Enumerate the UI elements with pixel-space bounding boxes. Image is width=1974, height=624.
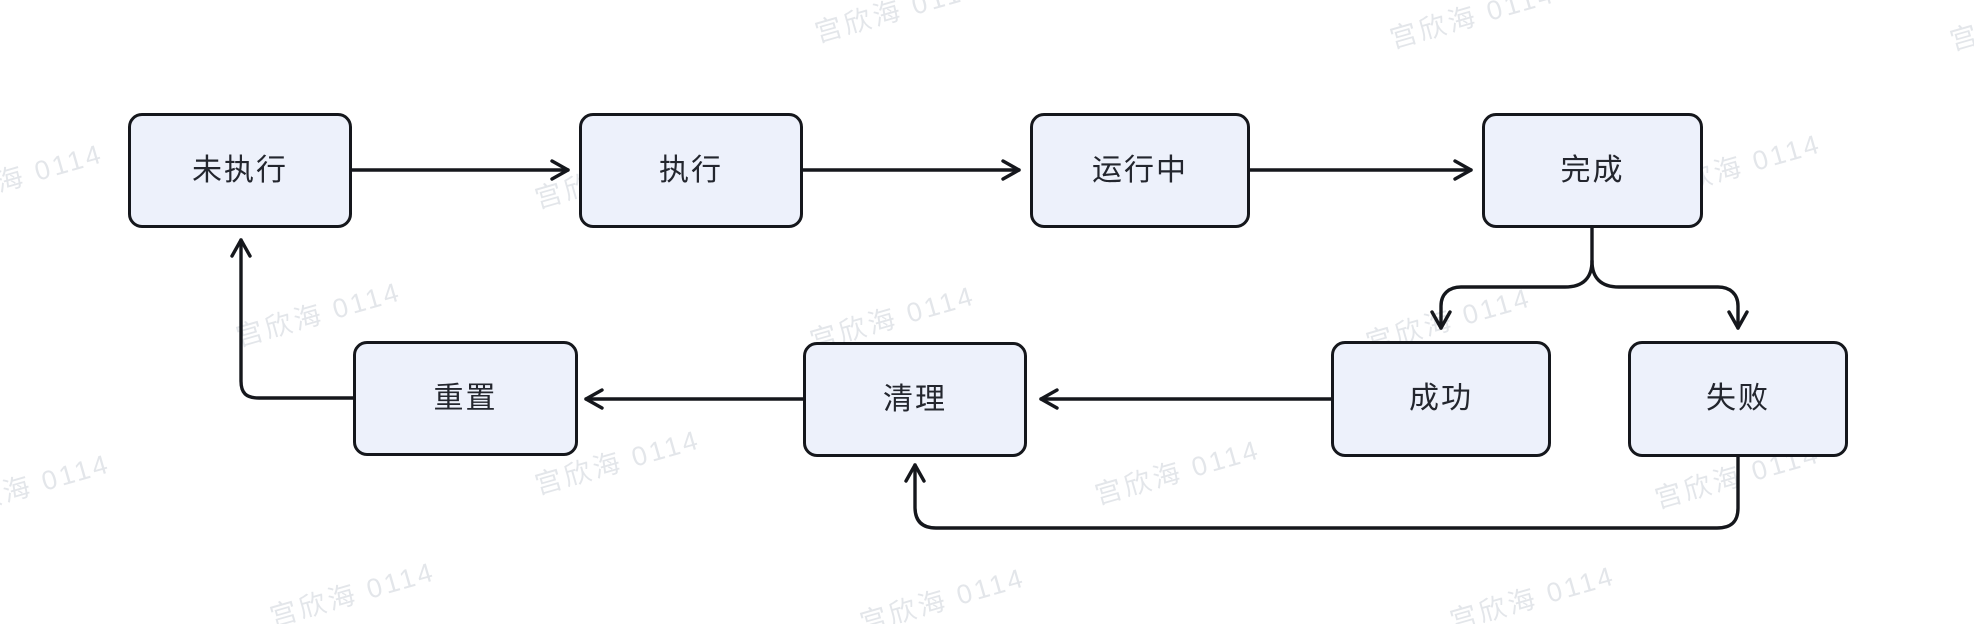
- node-running: 运行中: [1030, 113, 1250, 228]
- edge-complete-to-success: [1430, 226, 1594, 330]
- node-running-label: 运行中: [1092, 153, 1188, 187]
- node-failure-label: 失败: [1706, 382, 1770, 415]
- node-execute-label: 执行: [659, 153, 723, 187]
- node-not-executed-label: 未执行: [192, 153, 288, 187]
- node-failure: 失败: [1628, 341, 1848, 457]
- node-complete-label: 完成: [1560, 153, 1625, 187]
- node-success: 成功: [1331, 341, 1551, 457]
- node-not-executed: 未执行: [128, 113, 352, 228]
- node-success-label: 成功: [1409, 382, 1473, 415]
- node-complete: 完成: [1482, 113, 1703, 228]
- node-reset: 重置: [353, 341, 578, 456]
- edge-reset-to-not-executed: [230, 238, 355, 400]
- node-execute: 执行: [579, 113, 803, 228]
- node-reset-label: 重置: [433, 381, 498, 415]
- node-cleanup: 清理: [803, 342, 1027, 457]
- edge-complete-to-failure: [1590, 259, 1749, 330]
- edge-failure-to-cleanup: [904, 455, 1740, 530]
- node-cleanup-label: 清理: [883, 382, 947, 416]
